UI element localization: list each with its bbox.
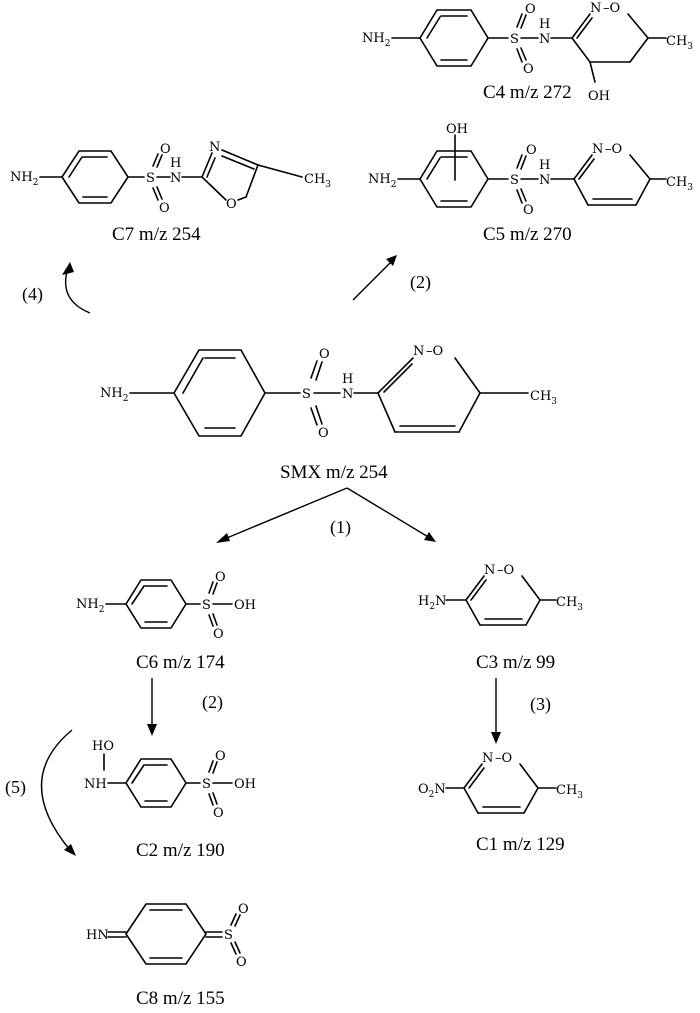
oxygen-label: O <box>523 203 534 218</box>
c6-label: C6 m/z 174 <box>136 652 225 673</box>
h2n-label: H2N <box>418 594 446 612</box>
n-label: N <box>170 171 181 186</box>
step-2-bottom: (2) <box>202 692 223 713</box>
oh-label: OH <box>446 122 468 137</box>
oxygen-label: O <box>215 749 226 764</box>
nh-label: NH <box>84 777 107 792</box>
nh2-label: NH2 <box>76 597 104 615</box>
c8-structure: HN S O O <box>86 902 249 970</box>
h-label: H <box>539 158 550 173</box>
h-label: H <box>170 156 181 171</box>
ch3-label: CH3 <box>556 595 583 613</box>
ch3-label: CH3 <box>666 175 693 193</box>
smx-structure: NH2 S O O H N N –O CH3 <box>100 344 557 441</box>
sulfur-label: S <box>202 598 211 613</box>
oxygen-label: O <box>523 62 534 77</box>
c1-structure: O2N N –O CH3 <box>418 751 583 814</box>
c4-structure: NH2 S O O H N N –O OH CH3 <box>362 1 693 104</box>
step-4: (4) <box>22 284 43 305</box>
c6-structure: NH2 S O O OH <box>76 570 256 642</box>
c8-label: C8 m/z 155 <box>136 988 225 1009</box>
sulfur-label: S <box>224 928 233 943</box>
c7-label: C7 m/z 254 <box>112 224 201 245</box>
n-label: N <box>342 387 353 402</box>
c5-label: C5 m/z 270 <box>483 224 572 245</box>
oxygen-label: O <box>215 570 226 585</box>
n-label: N <box>539 173 550 188</box>
o2n-label: O2N <box>418 782 446 800</box>
sulfur-label: S <box>510 173 519 188</box>
ch3-label: CH3 <box>530 389 557 407</box>
c1-label: C1 m/z 129 <box>476 834 565 855</box>
o-label: –O <box>497 563 514 578</box>
n-label: N <box>482 751 493 766</box>
ch3-label: CH3 <box>666 34 693 52</box>
c4-label: C4 m/z 272 <box>483 82 572 103</box>
o-label: –O <box>605 142 622 157</box>
oxygen-label: O <box>213 627 224 642</box>
oxygen-label: O <box>318 426 329 441</box>
oxygen-label: O <box>213 806 224 821</box>
oxygen-label: O <box>160 142 171 157</box>
o-label: –O <box>603 1 620 16</box>
step-2-top: (2) <box>410 272 431 293</box>
n-label: N <box>592 142 603 157</box>
oxygen-label: O <box>525 2 536 17</box>
sulfur-label: S <box>146 171 155 186</box>
sulfur-label: S <box>302 387 311 402</box>
oxygen-label: O <box>526 143 537 158</box>
n-label: N <box>484 563 495 578</box>
c5-structure: NH2 OH S O O H N N –O CH3 <box>368 122 693 218</box>
nh2-label: NH2 <box>368 172 396 190</box>
c2-label: C2 m/z 190 <box>136 840 225 861</box>
c3-structure: H2N N –O CH3 <box>418 563 583 626</box>
nh2-label: NH2 <box>100 386 128 404</box>
n-label: N <box>209 140 220 155</box>
n-label: N <box>539 32 550 47</box>
c7-structure: NH2 S O O H N N O CH3 <box>10 140 331 216</box>
step-5: (5) <box>5 777 26 798</box>
oxygen-label: O <box>159 201 170 216</box>
sulfur-label: S <box>510 32 519 47</box>
oh-label: OH <box>234 598 256 613</box>
oxygen-label: O <box>319 347 330 362</box>
step-1: (1) <box>330 517 351 538</box>
oh-label: OH <box>234 777 256 792</box>
o-label: O <box>226 197 237 212</box>
o-label: –O <box>426 344 443 359</box>
sulfur-label: S <box>202 777 211 792</box>
n-label: N <box>590 1 601 16</box>
n-label: N <box>413 344 424 359</box>
o-label: –O <box>495 751 512 766</box>
ch3-label: CH3 <box>556 783 583 801</box>
smx-label: SMX m/z 254 <box>280 462 388 483</box>
h-label: H <box>342 372 353 387</box>
c3-label: C3 m/z 99 <box>476 652 555 673</box>
oh-label: OH <box>588 89 610 104</box>
nh2-label: NH2 <box>10 170 38 188</box>
step-3: (3) <box>530 694 551 715</box>
nh2-label: NH2 <box>362 31 390 49</box>
ho-label: HO <box>92 739 114 754</box>
hn-label: HN <box>86 928 109 943</box>
ch3-label: CH3 <box>304 172 331 190</box>
h-label: H <box>539 17 550 32</box>
c2-structure: HO NH S O O OH <box>84 739 256 821</box>
oxygen-label: O <box>238 902 249 917</box>
oxygen-label: O <box>236 955 247 970</box>
